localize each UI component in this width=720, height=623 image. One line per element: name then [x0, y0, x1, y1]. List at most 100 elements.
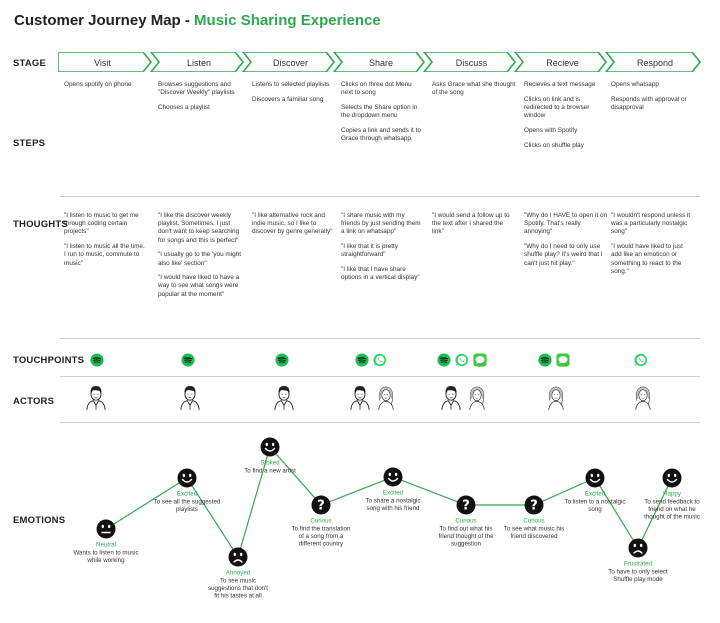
thought-item: "I like that it is pretty straightforwar… — [341, 243, 398, 259]
thought-item: "I like alternative rock and indie music… — [252, 212, 333, 236]
stage-label: Discover — [273, 58, 308, 68]
emotion-face-icon — [177, 468, 197, 488]
row-label-touchpoints: TOUCHPOINTS — [13, 355, 85, 366]
thought-item: "I would have liked to have a way to see… — [158, 274, 240, 298]
emotion-face-icon — [228, 547, 248, 567]
divider — [60, 376, 700, 377]
emotion-description: fit his tastes at all — [214, 593, 261, 600]
actor-group — [632, 384, 654, 410]
whatsapp-icon — [455, 353, 469, 367]
stage-label: Visit — [94, 58, 111, 68]
step-item: Copies a link and sends it to Grace thro… — [341, 126, 421, 143]
touchpoint-group — [90, 351, 104, 369]
step-item: Opens whatsapp — [611, 81, 659, 88]
thought-column: "I wouldn't respond unless it was a part… — [611, 212, 695, 282]
stage-chevron — [58, 52, 153, 72]
emotion-description: suggestion — [451, 541, 481, 548]
thought-item: "I would have liked to just add like an … — [611, 243, 683, 275]
female-avatar-icon — [548, 386, 564, 410]
title-main: Customer Journey Map - — [14, 12, 195, 29]
emotion-description: friend discovered — [510, 533, 558, 540]
step-item: Recieves a text message — [524, 81, 596, 88]
emotion-description: To find out what his — [440, 526, 493, 533]
stage-chevron — [422, 52, 517, 72]
male-avatar-icon — [441, 386, 461, 410]
emotion-label: Annoyed — [226, 570, 251, 577]
spotify-icon — [355, 353, 369, 367]
thought-item: "Why do I HAVE to open it on Spotify. Th… — [524, 212, 608, 236]
stage-label: Listen — [187, 58, 211, 68]
emotion-face-icon: ? — [456, 495, 476, 515]
spotify-icon — [90, 353, 104, 367]
step-column: Browses suggestions and "Discover Weekly… — [158, 81, 242, 119]
actor-group — [440, 384, 488, 410]
emotion-description: To share a nostalgic — [365, 498, 420, 505]
emotion-label: Excited — [177, 491, 198, 498]
emotion-description: To see music — [220, 578, 256, 585]
emotion-description: of a song from a — [299, 533, 344, 540]
emotion-face-icon — [628, 538, 648, 558]
spotify-icon — [437, 353, 451, 367]
spotify-icon — [181, 353, 195, 367]
emotion-description: while working — [86, 557, 125, 564]
messages-icon — [473, 353, 487, 367]
emotion-description: friend thought of the — [438, 533, 494, 540]
step-item: Asks Grace what she thought of the song — [432, 81, 516, 97]
divider — [60, 422, 700, 423]
divider — [60, 338, 700, 339]
stage-label: Respond — [637, 58, 673, 68]
step-item: Listens to selected playlists — [252, 81, 330, 88]
row-label-steps: STEPS — [13, 138, 46, 149]
emotion-face-icon: ? — [311, 495, 331, 515]
stage-chevron — [241, 52, 336, 72]
actor-group — [273, 384, 295, 410]
title-subtitle: Music Sharing Experience — [194, 12, 381, 29]
thought-item: "I usually go to the 'you might also lik… — [158, 251, 242, 267]
emotion-label: Curious — [310, 518, 331, 525]
touchpoint-group — [181, 351, 195, 369]
whatsapp-icon — [373, 353, 387, 367]
emotion-label: Frustrated — [624, 561, 653, 568]
messages-icon — [556, 353, 570, 367]
touchpoint-group — [634, 351, 648, 369]
step-column: Asks Grace what she thought of the song — [432, 81, 516, 104]
female-avatar-icon — [469, 386, 485, 410]
thought-column: "Why do I HAVE to open it on Spotify. Th… — [524, 212, 608, 274]
emotion-description: Shuffle play mode — [613, 576, 663, 583]
thought-item: "I listen to music to get me through cod… — [64, 212, 139, 236]
step-item: Opens spotify on phone — [64, 81, 132, 88]
emotion-label: Curious — [523, 518, 544, 525]
row-label-emotions: EMOTIONS — [13, 515, 66, 526]
stage-label: Share — [369, 58, 393, 68]
emotion-description: thought of the music — [644, 514, 700, 521]
thought-item: "I share music with my friends by just s… — [341, 212, 421, 236]
emotion-description: To find a new artist — [244, 468, 296, 475]
touchpoint-group — [437, 351, 487, 369]
step-item: Clicks on link and is redirected to a br… — [524, 95, 590, 120]
row-label-actors: ACTORS — [13, 396, 55, 407]
svg-text:?: ? — [462, 499, 470, 514]
stage-chevron — [513, 52, 608, 72]
emotion-label: Excited — [383, 490, 404, 497]
thought-item: "I would send a follow up to the text af… — [432, 212, 510, 236]
female-avatar-icon — [635, 386, 651, 410]
male-avatar-icon — [350, 386, 370, 410]
touchpoint-group — [538, 351, 570, 369]
emotion-description: song — [588, 506, 602, 513]
emotion-face-icon — [662, 468, 682, 488]
emotion-description: To listen to a nostalgic — [565, 499, 626, 506]
svg-text:?: ? — [317, 499, 325, 514]
divider — [60, 196, 700, 197]
step-item: Chooses a playlist — [158, 103, 210, 111]
step-item: Clicks on shuffle play — [524, 141, 584, 149]
male-avatar-icon — [180, 386, 200, 410]
emotion-description: Wants to listen to music — [73, 550, 138, 557]
step-item: Responds with approval or disapproval — [611, 95, 687, 111]
male-avatar-icon — [86, 386, 106, 410]
thought-item: "I like that I have share options in a v… — [341, 266, 420, 282]
thought-item: "I like the discover weekly playlist. So… — [158, 212, 240, 244]
stage-label: Discuss — [456, 58, 488, 68]
